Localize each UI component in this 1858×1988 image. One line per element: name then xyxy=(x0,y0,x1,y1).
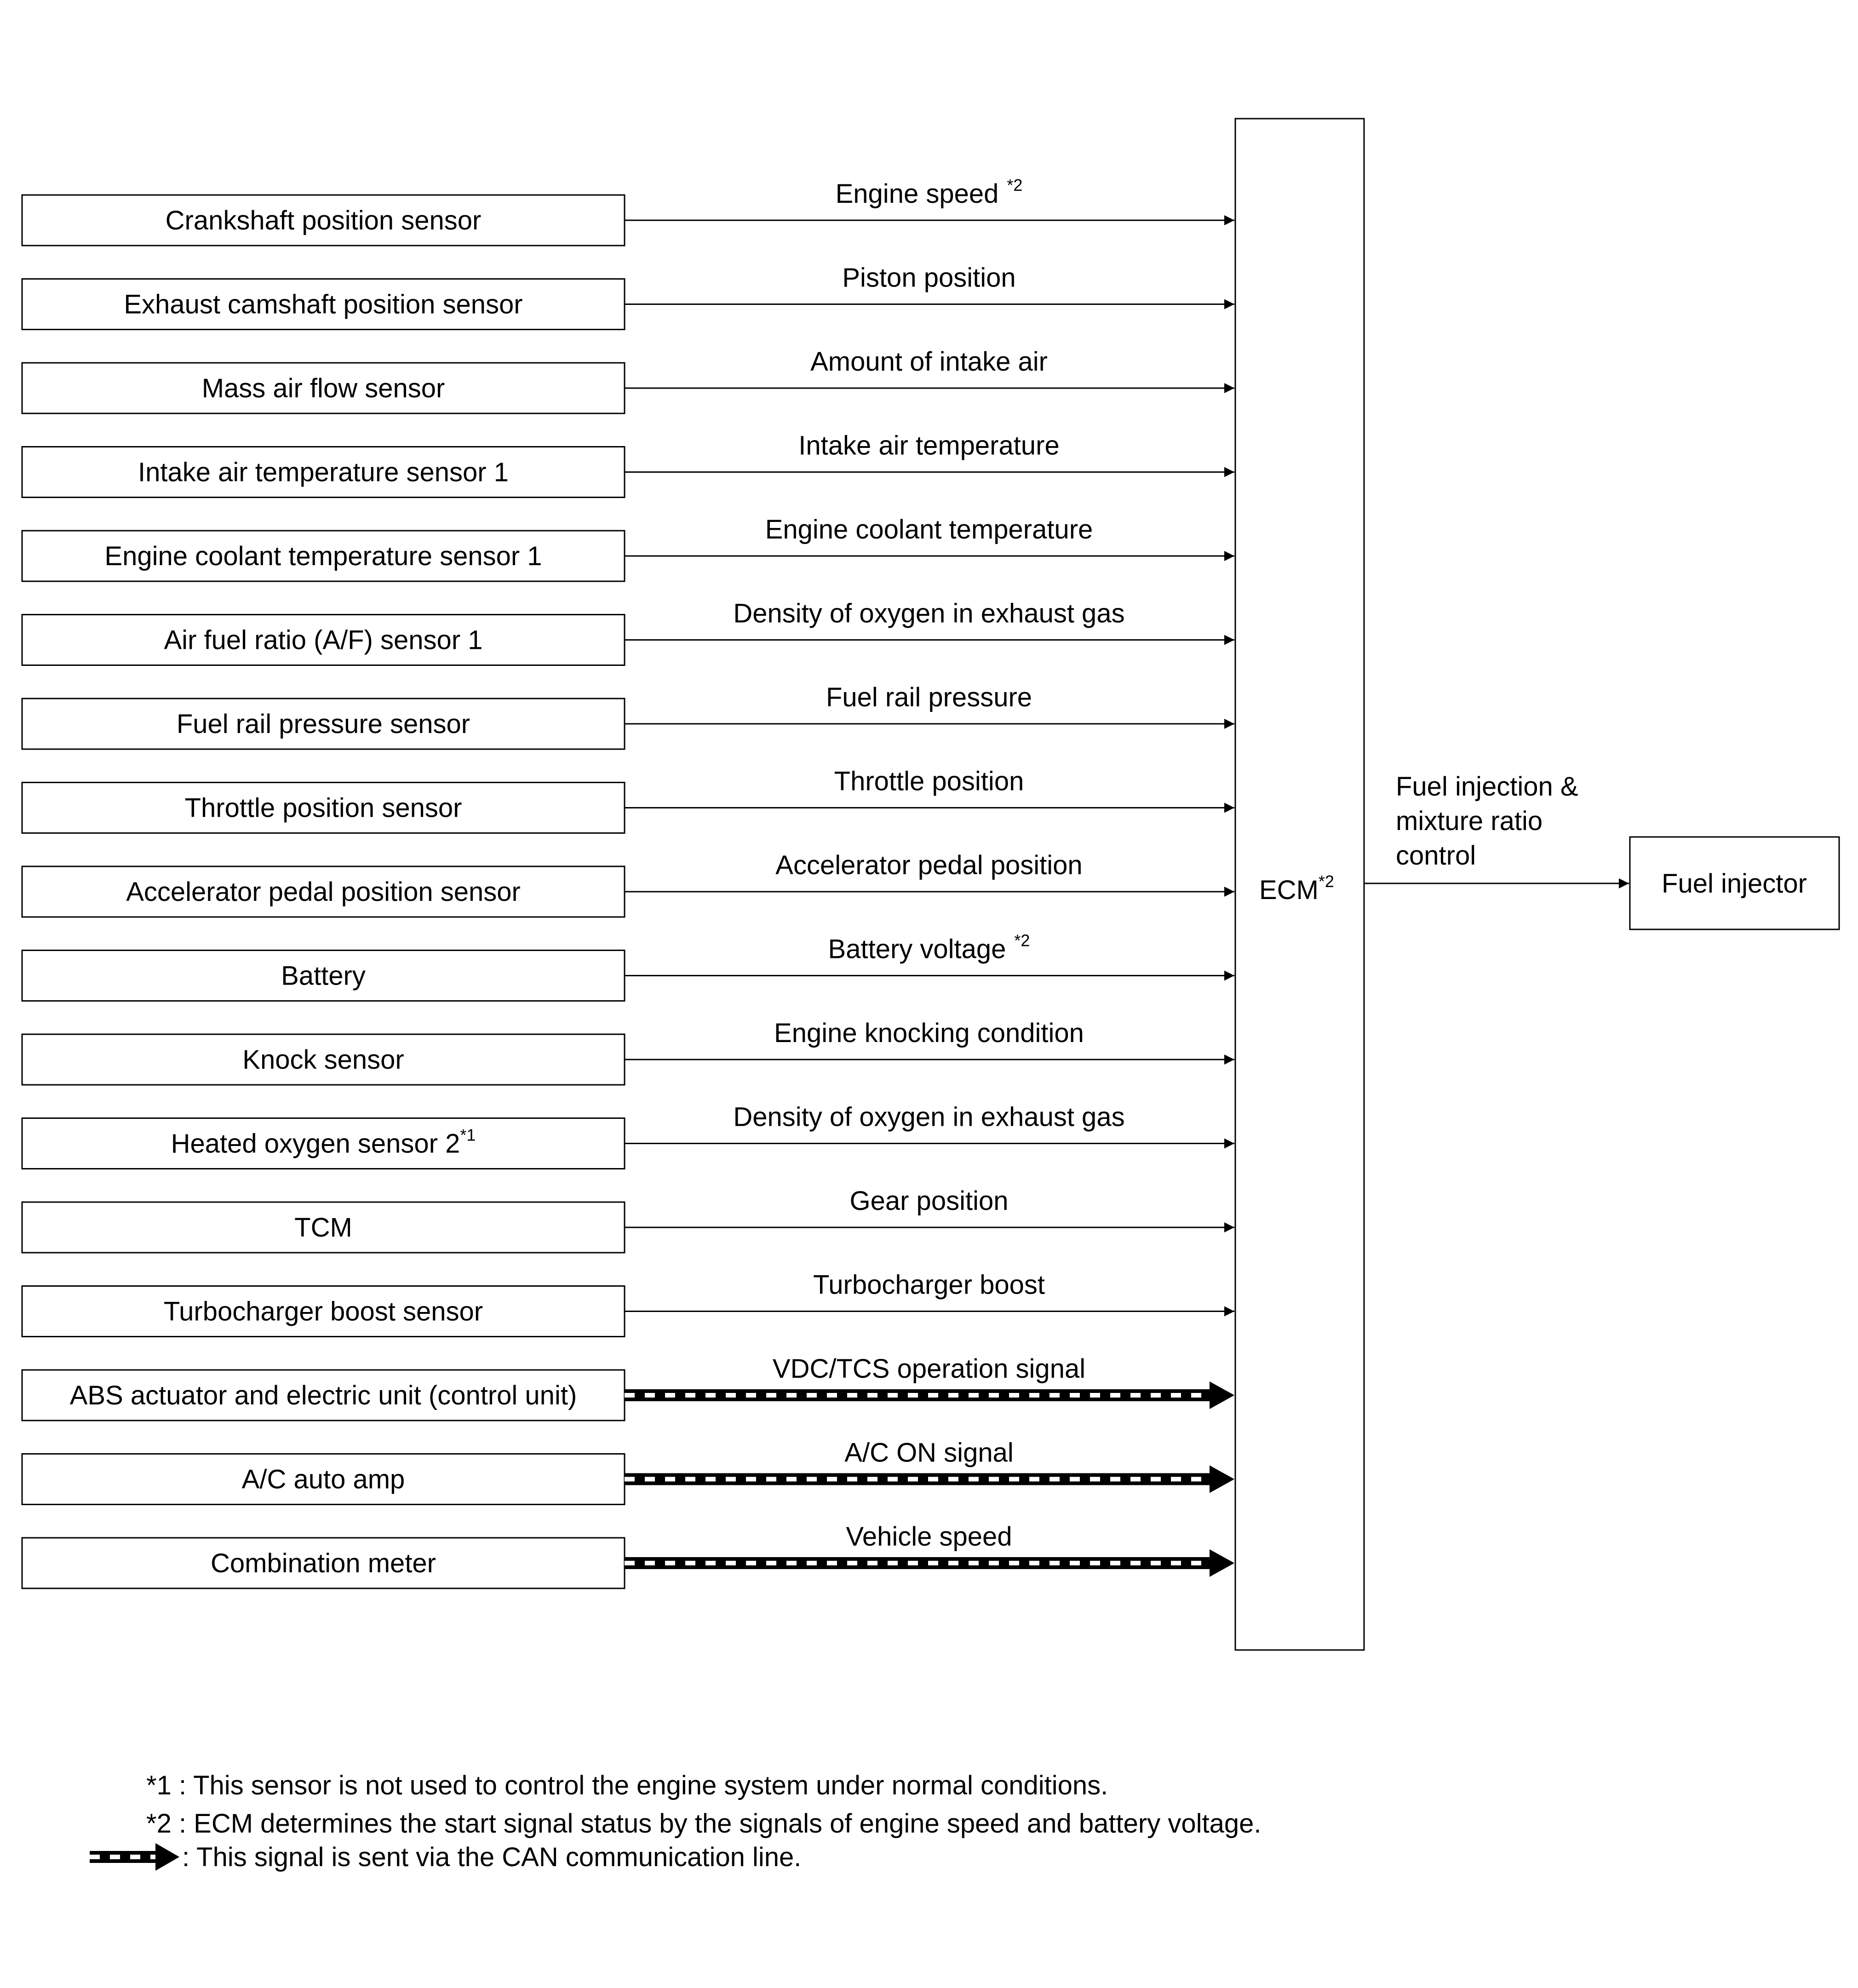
can-signal-arrow xyxy=(625,1549,1234,1577)
sensor-label: Knock sensor xyxy=(242,1045,404,1075)
signal-label: Density of oxygen in exhaust gas xyxy=(733,599,1124,629)
sensor-row: Knock sensor Engine knocking condition xyxy=(21,1018,1234,1086)
sensor-label: Battery xyxy=(281,961,366,991)
signal-label: Intake air temperature xyxy=(798,431,1059,461)
sensor-rows: Crankshaft position sensor Engine speed*2… xyxy=(21,176,1234,1589)
output-signal-line-1: Fuel injection & xyxy=(1396,772,1578,802)
sensor-row: Mass air flow sensor Amount of intake air xyxy=(21,347,1234,414)
signal-label: Piston position xyxy=(842,263,1015,293)
footnotes: *1 : This sensor is not used to control … xyxy=(90,1770,1262,1872)
sensor-row: Combination meter Vehicle speed xyxy=(21,1522,1234,1589)
ecm-block: ECM*2 xyxy=(1234,118,1365,1651)
sensor-label: Heated oxygen sensor 2*1 xyxy=(171,1126,476,1159)
signal-label: A/C ON signal xyxy=(844,1438,1013,1468)
sensor-superscript: *1 xyxy=(460,1126,476,1145)
signal-label: Amount of intake air xyxy=(810,347,1048,377)
sensor-label: Intake air temperature sensor 1 xyxy=(138,458,509,487)
output-signal-label: Fuel injection & mixture ratio control xyxy=(1396,772,1586,871)
sensor-row: TCM Gear position xyxy=(21,1186,1234,1254)
sensor-label: A/C auto amp xyxy=(242,1465,405,1495)
sensor-label: TCM xyxy=(294,1213,352,1243)
can-signal-arrow xyxy=(625,1465,1234,1493)
sensor-label: Air fuel ratio (A/F) sensor 1 xyxy=(164,625,483,655)
signal-label: Engine coolant temperature xyxy=(765,515,1093,544)
sensor-row: Turbocharger boost sensor Turbocharger bo… xyxy=(21,1270,1234,1337)
can-legend-text: : This signal is sent via the CAN commun… xyxy=(182,1842,801,1872)
signal-superscript: *2 xyxy=(1014,931,1030,950)
fuel-injector-box xyxy=(1629,836,1840,930)
sensor-label: Engine coolant temperature sensor 1 xyxy=(104,541,542,571)
ecm-box xyxy=(1234,118,1365,1651)
sensor-label: Accelerator pedal position sensor xyxy=(126,877,521,907)
signal-label: Throttle position xyxy=(834,767,1024,796)
signal-label: Fuel rail pressure xyxy=(826,682,1032,712)
sensor-row: A/C auto amp A/C ON signal xyxy=(21,1438,1234,1505)
sensor-label: Combination meter xyxy=(211,1548,436,1578)
sensor-row: Air fuel ratio (A/F) sensor 1 Density of … xyxy=(21,599,1234,666)
signal-label: Engine knocking condition xyxy=(774,1018,1084,1048)
sensor-label: Crankshaft position sensor xyxy=(166,206,482,235)
footnote-2: *2 : ECM determines the start signal sta… xyxy=(146,1809,1262,1839)
signal-label: Engine speed*2 xyxy=(836,176,1023,209)
sensor-label: Mass air flow sensor xyxy=(202,373,445,403)
sensor-label: Fuel rail pressure sensor xyxy=(177,709,470,739)
sensor-row: Exhaust camshaft position sensor Piston p… xyxy=(21,263,1234,330)
can-signal-arrow xyxy=(625,1381,1234,1409)
sensor-label: ABS actuator and electric unit (control … xyxy=(70,1381,577,1410)
sensor-row: ABS actuator and electric unit (control … xyxy=(21,1354,1234,1421)
output-block: Fuel injection & mixture ratio control F… xyxy=(1364,772,1840,930)
output-signal-line-2: mixture ratio xyxy=(1396,806,1543,836)
signal-label: Turbocharger boost xyxy=(813,1270,1045,1300)
signal-superscript: *2 xyxy=(1007,176,1022,195)
output-signal-line-3: control xyxy=(1396,841,1476,871)
sensor-row: Throttle position sensor Throttle positio… xyxy=(21,767,1234,834)
signal-label: Density of oxygen in exhaust gas xyxy=(733,1102,1124,1132)
sensor-row: Crankshaft position sensor Engine speed*2 xyxy=(21,176,1234,246)
signal-label: Gear position xyxy=(850,1186,1009,1216)
sensor-row: Battery Battery voltage*2 xyxy=(21,931,1234,1002)
ecm-superscript: *2 xyxy=(1319,872,1334,891)
sensor-row: Engine coolant temperature sensor 1 Engin… xyxy=(21,515,1234,582)
signal-label: Vehicle speed xyxy=(846,1522,1012,1552)
sensor-label: Turbocharger boost sensor xyxy=(164,1297,483,1327)
fuel-injector-label: Fuel injector xyxy=(1662,869,1807,899)
signal-label: Accelerator pedal position xyxy=(775,850,1082,880)
sensor-row: Heated oxygen sensor 2*1 Density of oxyge… xyxy=(21,1102,1234,1169)
sensor-row: Intake air temperature sensor 1 Intake ai… xyxy=(21,431,1234,498)
sensor-label: Exhaust camshaft position sensor xyxy=(124,290,522,320)
footnote-1: *1 : This sensor is not used to control … xyxy=(146,1770,1108,1800)
sensor-row: Fuel rail pressure sensor Fuel rail press… xyxy=(21,682,1234,750)
sensor-row: Accelerator pedal position sensor Acceler… xyxy=(21,850,1234,918)
can-legend-arrow-icon xyxy=(90,1843,179,1871)
sensor-label: Throttle position sensor xyxy=(185,793,462,823)
signal-label: VDC/TCS operation signal xyxy=(773,1354,1085,1384)
signal-label: Battery voltage*2 xyxy=(828,931,1030,964)
ecm-label: ECM*2 xyxy=(1259,872,1334,905)
